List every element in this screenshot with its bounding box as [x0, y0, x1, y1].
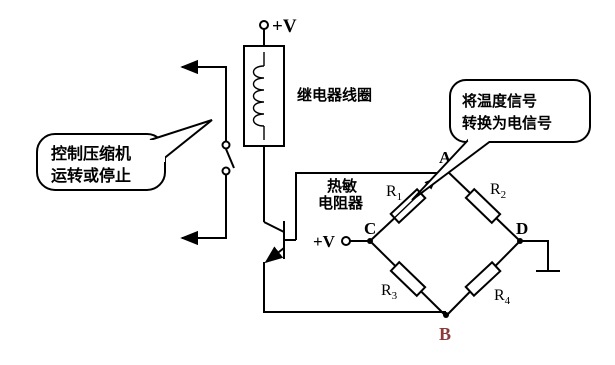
callout-switch-control: 控制压缩机 运转或停止	[36, 119, 213, 191]
supply-top-label: +V	[272, 16, 297, 37]
callout-conversion-line2: 转换为电信号	[462, 114, 552, 132]
callout-conversion-line1: 将温度信号	[462, 92, 537, 110]
node-C-label: C	[364, 219, 376, 238]
resistor-R4	[464, 260, 502, 298]
R1-label: R1	[386, 183, 402, 203]
node-B-dot	[443, 312, 449, 318]
wire-emitter-to-B	[263, 262, 446, 313]
callout-switch-line2: 运转或停止	[51, 166, 131, 185]
thermistor-label-line2: 电阻器	[318, 194, 364, 212]
thermistor-label-line1: 热敏	[327, 177, 358, 195]
resistor-R2	[464, 187, 502, 225]
supply-terminal-left: +V	[313, 232, 370, 251]
callout-conversion: 将温度信号 转换为电信号	[411, 79, 591, 201]
node-D-label: D	[516, 219, 528, 238]
resistor-R3	[389, 260, 427, 298]
callout-switch-line1: 控制压缩机	[51, 144, 131, 163]
relay-coil	[243, 45, 285, 147]
supply-left-label: +V	[313, 232, 336, 251]
wire-base-to-A	[295, 172, 444, 240]
relay-coil-label: 继电器线圈	[297, 86, 372, 104]
transistor	[263, 221, 296, 264]
R4-label: R4	[494, 287, 511, 307]
supply-terminal-top: +V	[259, 16, 297, 37]
relay-contact-switch	[180, 59, 235, 246]
ground-symbol	[520, 240, 560, 272]
R2-label: R2	[490, 181, 506, 201]
R3-label: R3	[381, 282, 398, 302]
node-B-label: B	[439, 324, 451, 344]
